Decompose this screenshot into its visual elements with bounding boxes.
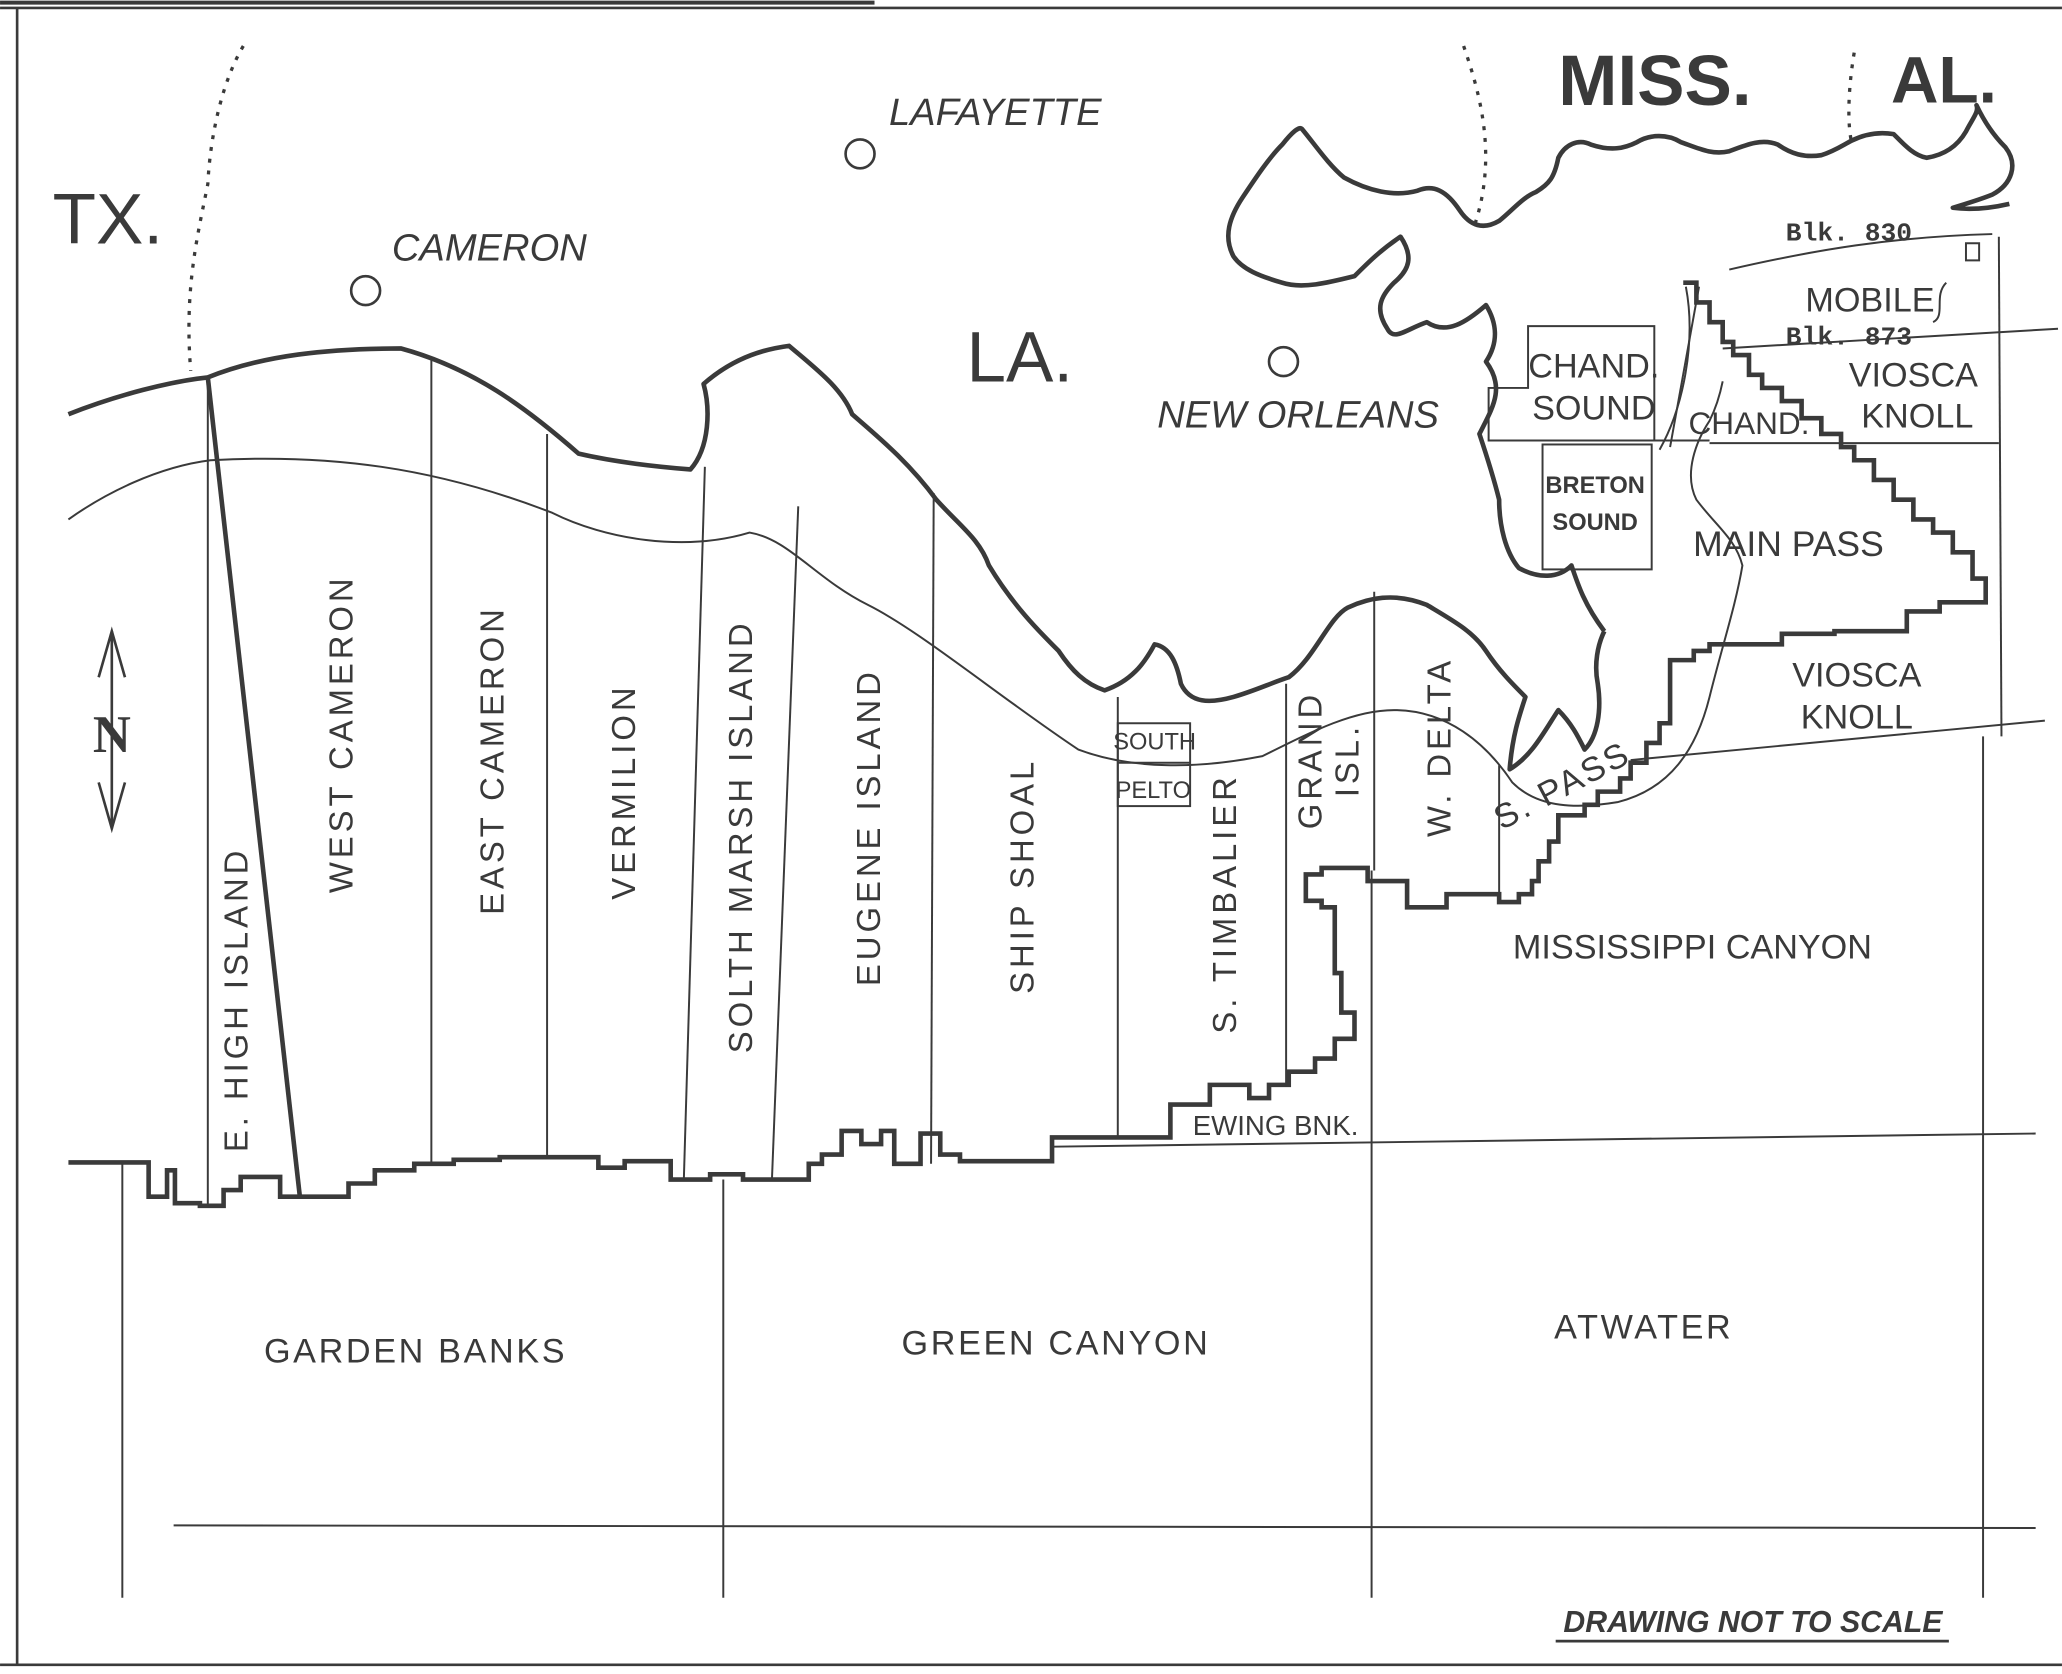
- la-ms-border: [1462, 45, 1488, 231]
- area-label-ship-shoal: SHIP SHOAL: [1004, 758, 1041, 994]
- city-label-new-orleans: NEW ORLEANS: [1157, 393, 1439, 436]
- area-label-garden-banks: GARDEN BANKS: [264, 1332, 567, 1370]
- area-label-south-marsh-island: SOLTH MARSH ISLAND: [722, 619, 759, 1053]
- state-label-tx: TX.: [53, 180, 163, 259]
- north-arrow-letter: N: [93, 706, 131, 764]
- city-markers: [349, 138, 1300, 378]
- ms-al-border: [1847, 52, 1856, 143]
- block-label-830: Blk. 830: [1786, 219, 1912, 249]
- state-label-la: LA.: [967, 318, 1074, 397]
- scale-note: DRAWING NOT TO SCALE: [1555, 1606, 1949, 1643]
- area-label-grand-isle-1: GRAND: [1292, 691, 1329, 829]
- area-label-w-delta: W. DELTA: [1420, 657, 1457, 837]
- area-label-green-canyon: GREEN CANYON: [902, 1324, 1211, 1362]
- state-labels: TX. LA. MISS. AL.: [53, 42, 1997, 397]
- area-label-south-pelto-2: PELTO: [1116, 778, 1191, 804]
- city-labels: LAFAYETTE CAMERON NEW ORLEANS: [392, 91, 1440, 436]
- north-arrow-icon: N: [93, 626, 131, 834]
- new-orleans-marker: [1267, 345, 1300, 378]
- area-label-grand-isle-2: ISL.: [1328, 723, 1365, 797]
- area-label-main-pass: MAIN PASS: [1693, 524, 1884, 564]
- area-label-viosca-knoll-north-2: KNOLL: [1861, 397, 1973, 435]
- area-label-west-cameron: WEST CAMERON: [322, 574, 359, 893]
- area-label-mobile: MOBILE: [1805, 282, 1934, 320]
- city-label-lafayette: LAFAYETTE: [889, 91, 1102, 134]
- breton-sound-box: [1541, 443, 1653, 571]
- cameron-marker: [349, 274, 382, 307]
- area-label-vermilion: VERMILION: [605, 683, 642, 899]
- blk-830-marker: [1964, 242, 1981, 262]
- area-label-mississippi-canyon: MISSISSIPPI CANYON: [1513, 929, 1872, 967]
- block-label-873: Blk. 873: [1786, 323, 1912, 353]
- state-label-al: AL.: [1891, 43, 1997, 117]
- inner-boundary-line: [67, 381, 1744, 807]
- horizontal-area-labels: CHAND. SOUND BRETON SOUND CHAND. MAIN PA…: [264, 282, 1978, 1371]
- area-label-eugene-island: EUGENE ISLAND: [850, 668, 887, 986]
- area-label-viosca-knoll-south-2: KNOLL: [1801, 699, 1913, 737]
- tx-la-border: [187, 45, 245, 371]
- south-pelto-box: [1116, 722, 1192, 808]
- city-label-cameron: CAMERON: [392, 226, 587, 269]
- area-label-breton-sound-1: BRETON: [1545, 473, 1644, 499]
- area-label-chand-sound-2: SOUND: [1532, 389, 1655, 427]
- area-label-atwater: ATWATER: [1554, 1309, 1733, 1347]
- area-label-ewing-bank: EWING BNK.: [1193, 1110, 1359, 1141]
- area-label-chand: CHAND.: [1689, 405, 1810, 441]
- area-label-east-cameron: EAST CAMERON: [474, 605, 511, 915]
- area-label-chand-sound-1: CHAND.: [1528, 347, 1659, 385]
- area-label-s-timbalier: S. TIMBALIER: [1206, 773, 1243, 1033]
- state-boundaries: [187, 45, 1856, 371]
- scale-note-text: DRAWING NOT TO SCALE: [1563, 1606, 1943, 1639]
- area-grid: [121, 233, 2059, 1598]
- area-label-viosca-knoll-south-1: VIOSCA: [1792, 656, 1921, 694]
- offshore-boundary: [68, 280, 1988, 1209]
- area-label-e-high-island: E. HIGH ISLAND: [217, 847, 254, 1152]
- area-label-south-pelto-1: SOUTH: [1113, 730, 1196, 756]
- vertical-area-labels: E. HIGH ISLAND WEST CAMERON EAST CAMERON…: [217, 574, 1457, 1152]
- area-label-breton-sound-2: SOUND: [1552, 510, 1637, 536]
- boxed-areas: [1116, 242, 1981, 808]
- coastline: [67, 102, 2015, 772]
- area-label-viosca-knoll-north-1: VIOSCA: [1849, 357, 1978, 395]
- block-labels: Blk. 830 Blk. 873: [1786, 219, 1912, 353]
- lafayette-marker: [844, 138, 876, 170]
- state-label-miss: MISS.: [1558, 42, 1751, 121]
